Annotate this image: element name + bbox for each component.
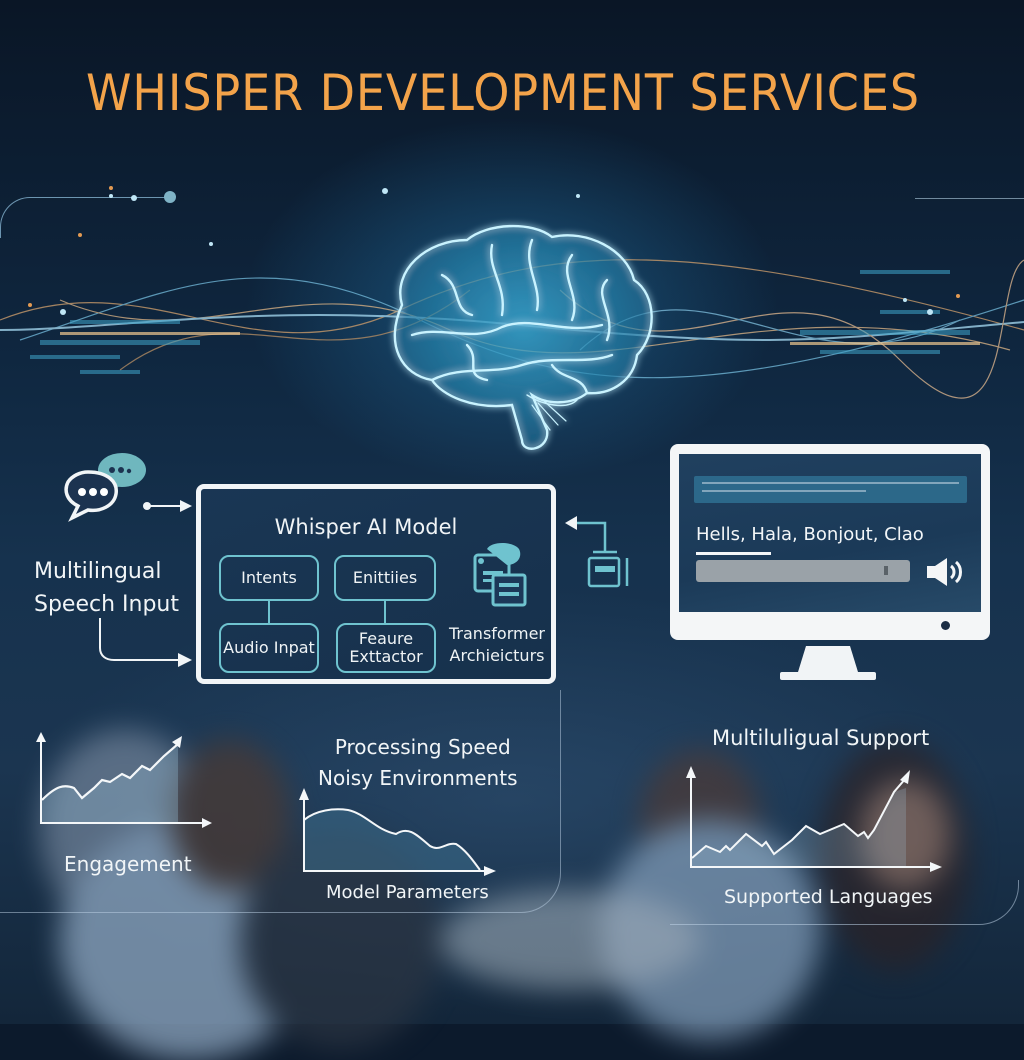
processing-speed-chart <box>299 788 496 876</box>
transcription-input[interactable] <box>696 560 910 582</box>
greeting-underline <box>696 552 771 555</box>
speech-input-label: Multilingual Speech Input <box>34 559 179 617</box>
model-title: Whisper AI Model <box>274 515 458 539</box>
document-output-icon <box>565 516 629 588</box>
engagement-chart <box>36 732 212 828</box>
monitor-stand <box>780 646 876 680</box>
connector-line <box>268 601 270 623</box>
transformer-label: Transformer Archieicturs <box>449 624 546 666</box>
engagement-axis-label: Engagement <box>64 852 192 876</box>
text-cursor <box>884 566 888 575</box>
monitor-screen: Hells, Hala, Bonjout, Clao <box>679 454 981 612</box>
arrow-to-model-icon <box>143 500 192 512</box>
chat-bubbles-icon <box>64 453 146 522</box>
multilingual-support-chart <box>686 766 942 872</box>
blurred-office-background <box>0 690 1024 1060</box>
page-title: WHISPER DEVELOPMENT SERVICES <box>86 64 920 122</box>
node-audio-input[interactable]: Audio Inpat <box>219 623 319 673</box>
processing-chart-title: Processing Speed Noisy Environments <box>318 735 518 790</box>
node-feature-extractor[interactable]: Feaure Exttactor <box>336 623 436 673</box>
connector-line <box>384 601 386 623</box>
decorative-frame-bottom-left <box>0 690 561 913</box>
transcript-banner <box>694 476 967 503</box>
arrow-audio-input-icon <box>99 618 192 667</box>
decorative-frame-top-left <box>0 197 173 238</box>
document-stack-icon <box>473 543 527 607</box>
node-entities[interactable]: Enittiies <box>334 555 436 601</box>
greeting-text: Hells, Hala, Bonjout, Clao <box>696 524 924 545</box>
monitor-camera <box>941 621 950 630</box>
model-parameters-axis-label: Model Parameters <box>326 882 489 903</box>
supported-languages-axis-label: Supported Languages <box>724 886 933 908</box>
node-intents[interactable]: Intents <box>219 555 319 601</box>
decorative-frame-dot <box>164 191 176 203</box>
whisper-model-panel: Whisper AI Model Intents Enittiies Audio… <box>196 484 556 684</box>
glowing-brain-icon <box>393 224 653 450</box>
speaker-volume-icon[interactable] <box>925 558 965 586</box>
decorative-frame-top-right <box>915 198 1024 199</box>
output-monitor: Hells, Hala, Bonjout, Clao <box>670 444 990 640</box>
multilingual-chart-title: Multiluligual Support <box>712 726 930 750</box>
